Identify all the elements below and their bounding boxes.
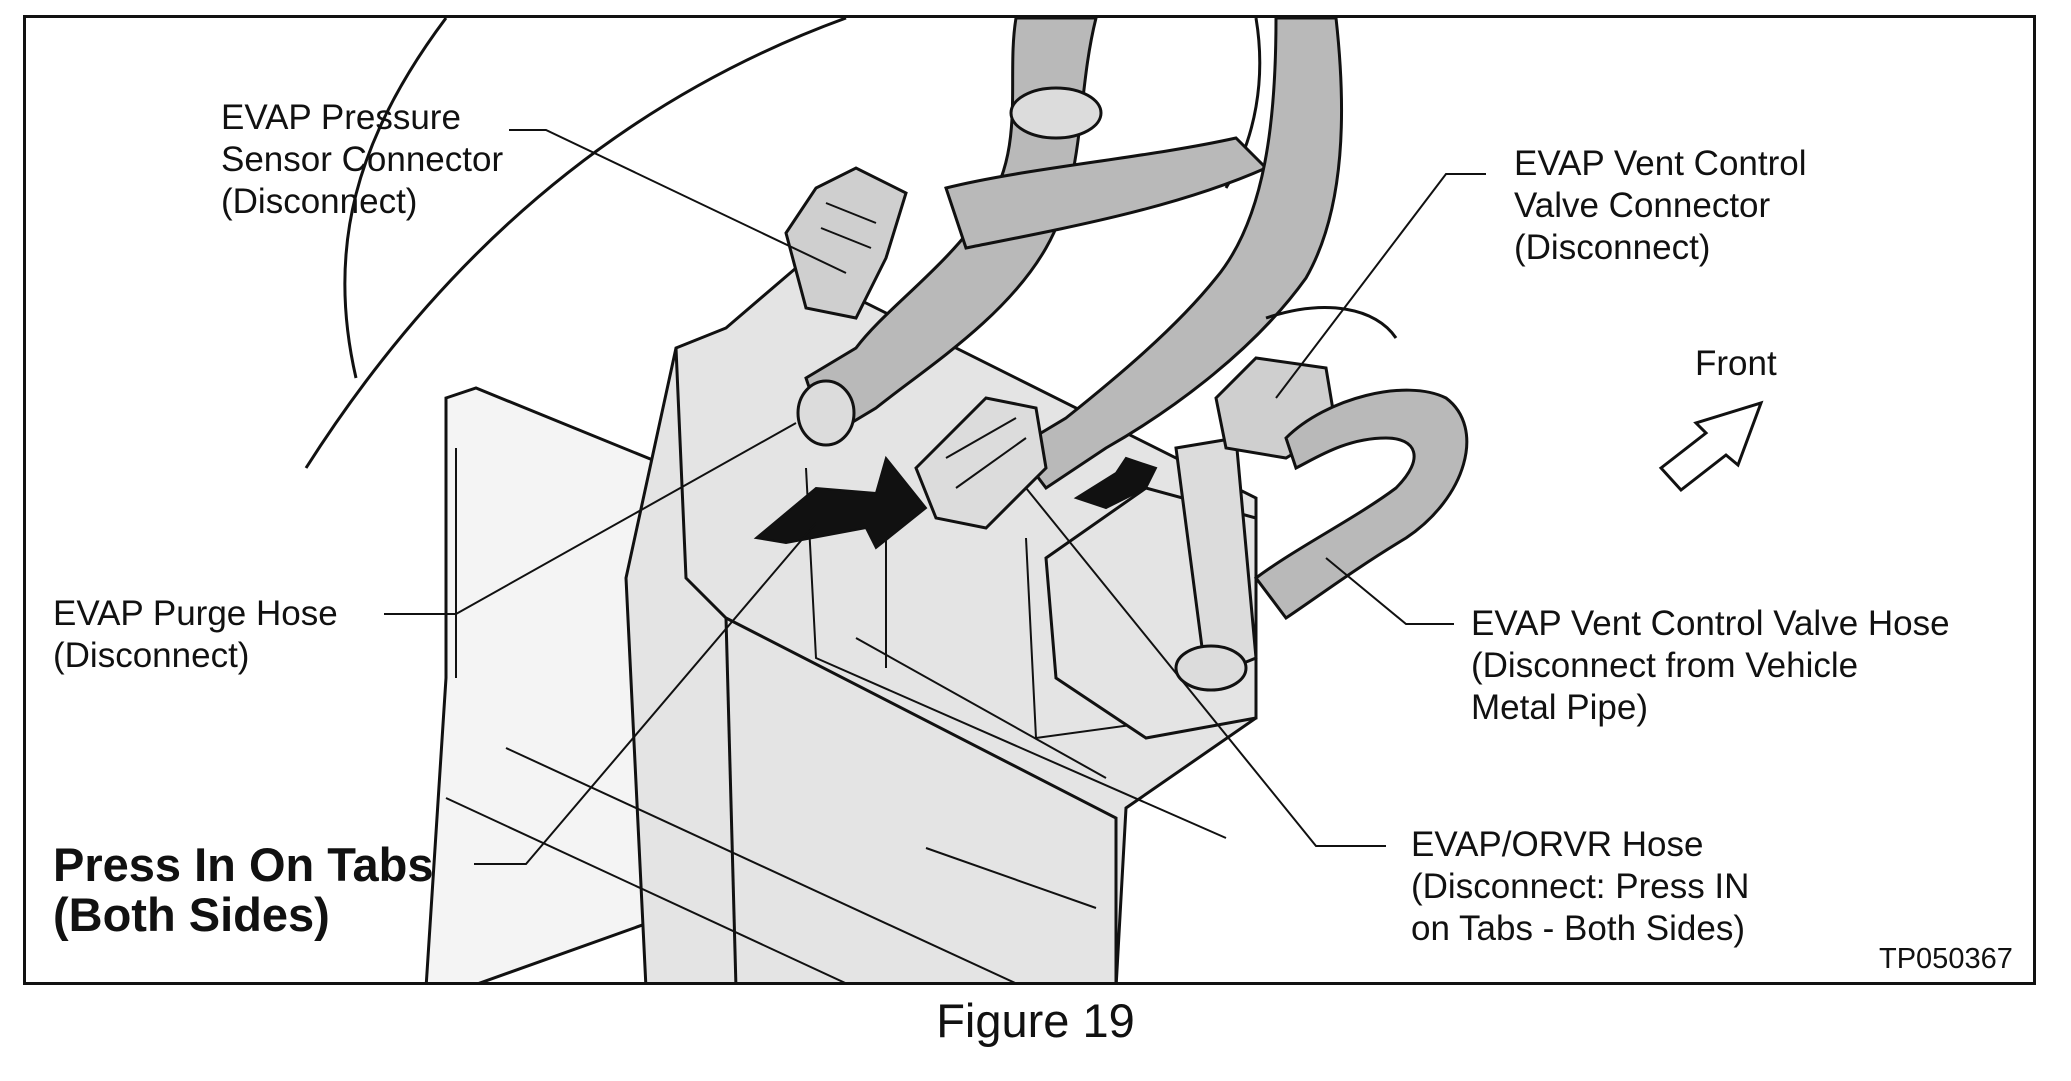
vent-valve-tube — [1174, 436, 1258, 681]
orvr-quick-connector — [914, 396, 1048, 530]
press-arrow-left — [753, 455, 928, 550]
label-vent-hose: EVAP Vent Control Valve Hose (Disconnect… — [1471, 604, 1950, 727]
leader-press-tabs — [474, 522, 817, 865]
label-press-tabs: Press In On Tabs (Both Sides) — [53, 838, 434, 941]
front-arrow — [1658, 400, 1764, 493]
orvr-hose-shape — [1013, 18, 1344, 491]
leader-orvr-hose — [1025, 487, 1386, 847]
label-front: Front — [1695, 344, 1777, 383]
evap-canister-illustration — [304, 18, 1764, 982]
purge-hose-clamp — [796, 379, 856, 447]
leader-vent-connector — [1275, 173, 1486, 399]
leader-vent-hose — [1325, 557, 1454, 625]
press-arrow-right — [1073, 456, 1158, 510]
figure-caption: Figure 19 — [936, 994, 1135, 1047]
upper-hose-shape — [944, 136, 1269, 250]
vent-hose-shape — [1253, 388, 1469, 621]
figure-code: TP050367 — [1879, 943, 2013, 975]
label-purge-hose: EVAP Purge Hose (Disconnect) — [53, 594, 338, 675]
leader-pressure-sensor — [509, 129, 847, 274]
figure-frame: EVAP Pressure Sensor Connector (Disconne… — [23, 15, 2036, 985]
wheel-arc-outer — [304, 18, 847, 469]
label-pressure-sensor: EVAP Pressure Sensor Connector (Disconne… — [221, 98, 504, 221]
pressure-sensor-connector-shape — [784, 166, 908, 320]
wheel-arc-inner — [343, 18, 448, 379]
label-vent-connector: EVAP Vent Control Valve Connector (Disco… — [1514, 144, 1807, 267]
label-orvr-hose: EVAP/ORVR Hose (Disconnect: Press IN on … — [1411, 825, 1750, 948]
leader-purge-hose — [384, 422, 797, 615]
